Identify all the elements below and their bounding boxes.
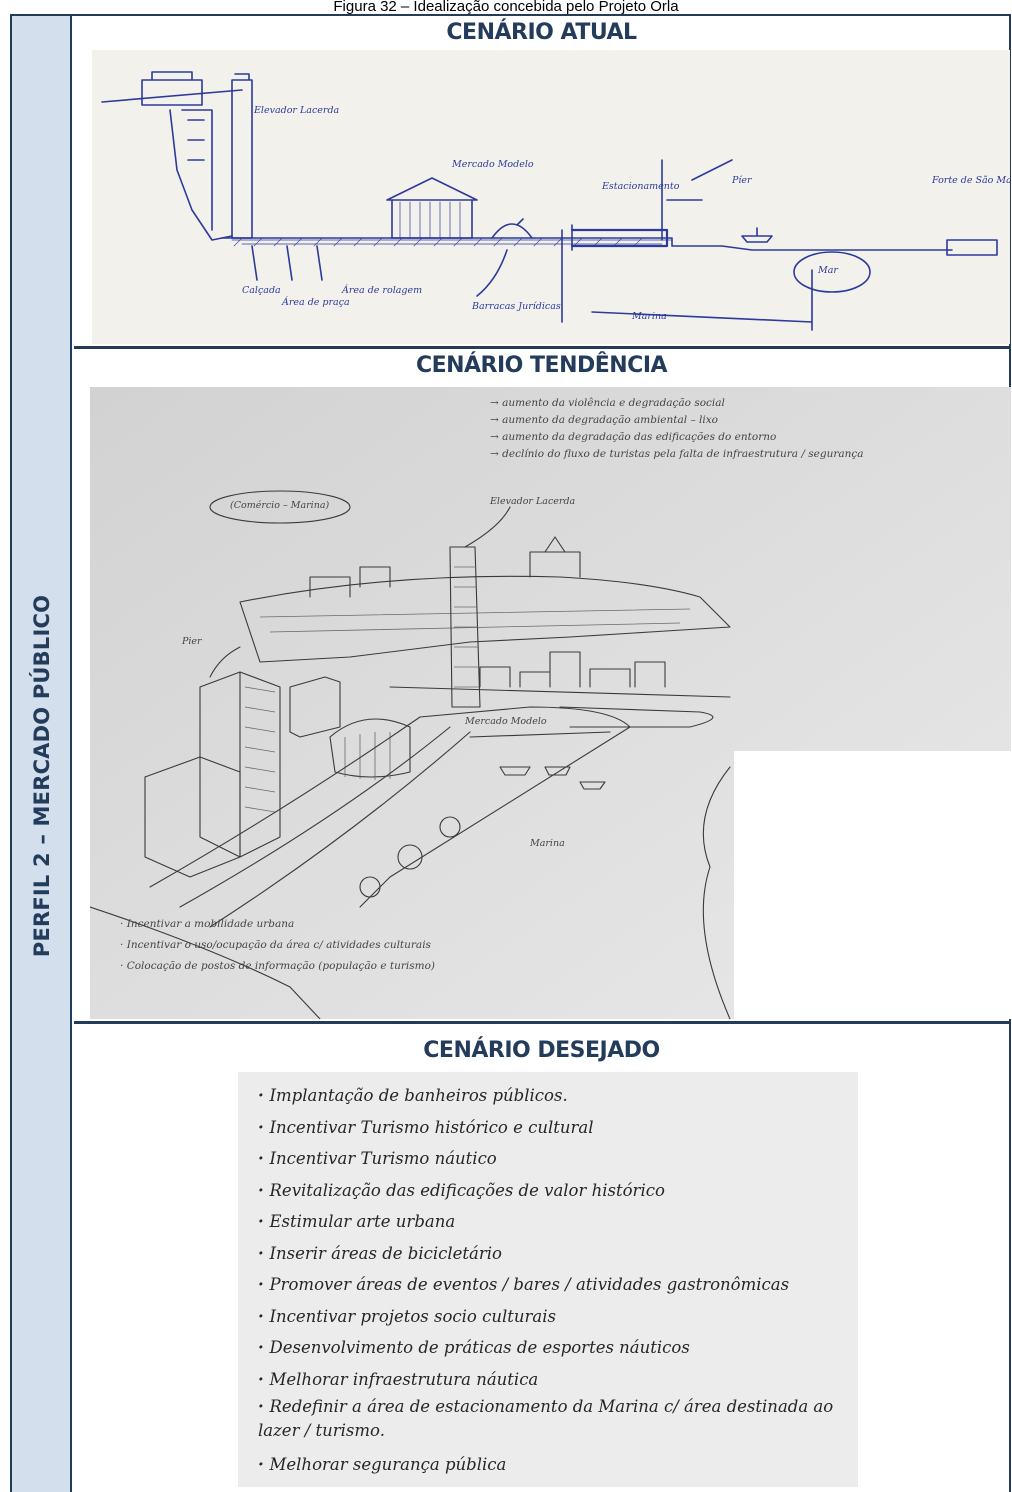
desejado-item: Desenvolvimento de práticas de esportes … xyxy=(258,1332,848,1364)
sketch-label-estacionamento: Estacionamento xyxy=(602,181,680,192)
sketch-label-praca: Área de praça xyxy=(282,297,350,308)
tendencia-note: declínio do fluxo de turistas pela falta… xyxy=(490,446,1010,463)
section-cenario-tendencia: CENÁRIO TENDÊNCIA xyxy=(74,349,1011,1021)
section-title-tendencia: CENÁRIO TENDÊNCIA xyxy=(415,353,668,378)
sketch-label-pier-tend: Pier xyxy=(182,636,202,647)
sketch-tendencia-drawing xyxy=(90,387,1011,1019)
desejado-item: Melhorar infraestrutura náutica xyxy=(258,1364,848,1396)
desejado-item: Incentivar projetos socio culturais xyxy=(258,1301,848,1333)
figure-caption: Figura 32 – Idealização concebida pelo P… xyxy=(333,0,679,15)
desejado-item: Inserir áreas de bicicletário xyxy=(258,1238,848,1270)
desejado-item: Estimular arte urbana xyxy=(258,1206,848,1238)
section-divider xyxy=(74,346,1009,349)
tendencia-note: aumento da violência e degradação social xyxy=(490,395,1010,412)
desejado-item: Implantação de banheiros públicos. xyxy=(258,1080,848,1112)
desejado-list: Implantação de banheiros públicos. Incen… xyxy=(258,1080,848,1481)
sketch-label-mar: Mar xyxy=(818,265,838,276)
profile-band: PERFIL 2 – MERCADO PÚBLICO xyxy=(12,16,72,1492)
section-divider xyxy=(74,1021,1009,1024)
desejado-item: Incentivar Turismo náutico xyxy=(258,1143,848,1175)
sketch-label-elevador-tend: Elevador Lacerda xyxy=(490,496,576,507)
figure-frame: PERFIL 2 – MERCADO PÚBLICO CENÁRIO ATUAL xyxy=(10,14,1011,1492)
handwritten-list-image: Implantação de banheiros públicos. Incen… xyxy=(238,1072,858,1487)
desejado-item: Melhorar segurança pública xyxy=(258,1449,848,1481)
sketch-label-marina: Marina xyxy=(632,311,667,322)
tendencia-bottom-note: Incentivar o uso/ocupação da área c/ ati… xyxy=(120,938,500,953)
sketch-atual-image: Elevador Lacerda Mercado Modelo Píer For… xyxy=(92,50,1010,344)
desejado-item: Revitalização das edificações de valor h… xyxy=(258,1175,848,1207)
tendencia-bottom-note: Incentivar a mobilidade urbana xyxy=(120,917,500,932)
sketch-tendencia-image: aumento da violência e degradação social… xyxy=(90,387,1011,1019)
desejado-item: Redefinir a área de estacionamento da Ma… xyxy=(258,1395,848,1449)
profile-label: PERFIL 2 – MERCADO PÚBLICO xyxy=(30,594,54,958)
tendencia-bottom-note: Colocação de postos de informação (popul… xyxy=(120,959,500,974)
sketch-label-rolagem: Área de rolagem xyxy=(342,285,423,296)
sketch-label-forte: Forte de São Marcelo xyxy=(932,175,1010,186)
desejado-item: Incentivar Turismo histórico e cultural xyxy=(258,1112,848,1144)
section-title-atual: CENÁRIO ATUAL xyxy=(446,20,637,45)
section-cenario-atual: CENÁRIO ATUAL xyxy=(74,16,1010,346)
section-title-desejado: CENÁRIO DESEJADO xyxy=(423,1038,660,1063)
sketch-label-comercio-marina: (Comércio – Marina) xyxy=(230,500,330,511)
sketch-atual-drawing xyxy=(92,50,1010,344)
desejado-item: Promover áreas de eventos / bares / ativ… xyxy=(258,1269,848,1301)
tendencia-bottom-notes: Incentivar a mobilidade urbana Incentiva… xyxy=(120,917,500,980)
tendencia-note: aumento da degradação das edificações do… xyxy=(490,429,1010,446)
sketch-label-mercado-tend: Mercado Modelo xyxy=(465,716,547,727)
tendencia-note: aumento da degradação ambiental – lixo xyxy=(490,412,1010,429)
sketch-label-elevador: Elevador Lacerda xyxy=(254,105,340,116)
tendencia-notes: aumento da violência e degradação social… xyxy=(490,395,1010,463)
sketch-label-pier: Píer xyxy=(732,175,752,186)
sketch-label-mercado: Mercado Modelo xyxy=(452,159,534,170)
sketch-label-calcada: Calçada xyxy=(242,285,281,296)
sketch-label-marina-tend: Marina xyxy=(530,838,565,849)
section-cenario-desejado: CENÁRIO DESEJADO Implantação de banheiro… xyxy=(74,1024,1009,1492)
sketch-label-barracas: Barracas Jurídicas xyxy=(472,301,561,312)
